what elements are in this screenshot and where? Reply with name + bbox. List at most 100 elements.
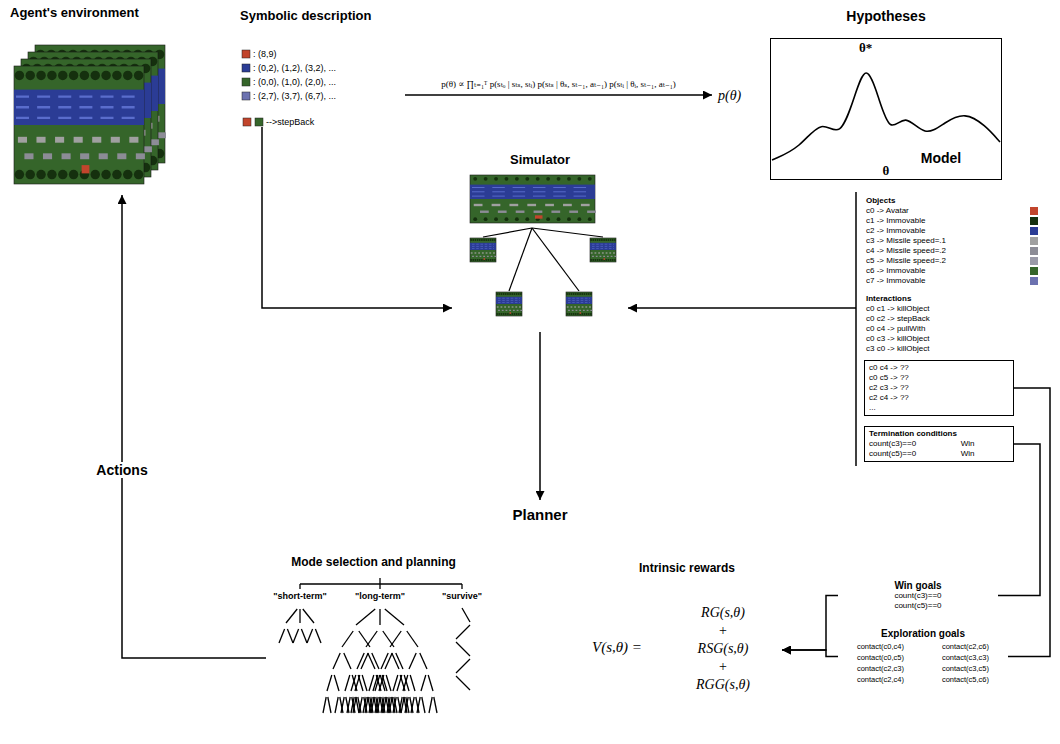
illustration-part bbox=[508, 306, 510, 307]
illustration-part bbox=[243, 118, 251, 126]
environment-panel: Agent's environment bbox=[10, 5, 200, 195]
illustration-part bbox=[568, 302, 590, 303]
illustration-part bbox=[429, 697, 432, 713]
illustration-part bbox=[392, 653, 399, 669]
illustration-part bbox=[610, 239, 612, 241]
illustration-part bbox=[123, 71, 132, 80]
illustration-part bbox=[489, 252, 491, 253]
illustration-part bbox=[498, 298, 520, 299]
heading-text: Simulator bbox=[452, 152, 628, 167]
illustration-part bbox=[515, 177, 519, 181]
illustration-part bbox=[592, 248, 614, 249]
illustration-part bbox=[315, 629, 321, 643]
illustration-part bbox=[588, 293, 590, 295]
illustration-part bbox=[487, 259, 489, 261]
illustration-part bbox=[567, 217, 571, 221]
win-goals: Win goalscount(c3)==0count(c5)==0 bbox=[838, 580, 998, 611]
illustration-part bbox=[361, 653, 368, 669]
illustration-part bbox=[509, 204, 518, 206]
illustration-part bbox=[583, 293, 585, 295]
illustration-part bbox=[606, 252, 608, 253]
illustration-part bbox=[494, 259, 496, 261]
model-panel: ModelObjectsc0 -> Avatarc1 -> Immovablec… bbox=[856, 150, 1026, 462]
illustration-part bbox=[566, 313, 568, 315]
illustration-part bbox=[546, 177, 550, 181]
heading-text: Mode selection and planning bbox=[266, 555, 481, 569]
illustration-part bbox=[15, 71, 24, 80]
illustration-part bbox=[577, 293, 579, 295]
illustration-part bbox=[1030, 257, 1038, 265]
illustration-part bbox=[372, 653, 379, 669]
illustration-part bbox=[470, 239, 472, 241]
illustration-part bbox=[456, 642, 470, 656]
illustration-part bbox=[605, 239, 607, 241]
illustration-part bbox=[472, 259, 474, 261]
illustration-part bbox=[472, 256, 474, 257]
illustration-part bbox=[473, 177, 477, 181]
illustration-part bbox=[484, 258, 486, 260]
illustration-part bbox=[474, 259, 476, 261]
exploration-goals: Exploration goalscontact(c0,c4)contact(c… bbox=[838, 628, 1008, 685]
illustration-part bbox=[385, 609, 404, 625]
illustration-part bbox=[470, 175, 595, 223]
illustration-part bbox=[591, 252, 593, 253]
illustration-part bbox=[507, 293, 509, 295]
illustration-part bbox=[1030, 217, 1038, 225]
illustration-part bbox=[351, 697, 354, 713]
illustration-part bbox=[520, 293, 522, 295]
illustration-part bbox=[24, 153, 33, 159]
illustration-part bbox=[484, 177, 488, 181]
illustration-part bbox=[134, 170, 143, 179]
illustration-part bbox=[486, 252, 488, 253]
illustration-part bbox=[581, 293, 583, 295]
illustration-part bbox=[500, 306, 502, 307]
illustration-part bbox=[609, 252, 611, 253]
illustration-part bbox=[47, 170, 56, 179]
illustration-part bbox=[485, 239, 487, 241]
heading-text: c0 c4 -> ?? bbox=[869, 363, 1009, 373]
illustration-part bbox=[456, 659, 470, 673]
illustration-part bbox=[601, 259, 603, 261]
illustration-part bbox=[379, 578, 380, 589]
connector bbox=[782, 596, 838, 651]
illustration-part bbox=[479, 239, 481, 241]
illustration-part bbox=[563, 204, 572, 206]
illustration-part bbox=[492, 239, 494, 241]
illustration-part bbox=[36, 170, 45, 179]
illustration-part bbox=[532, 228, 603, 237]
body-text: RSG(s,θ) bbox=[678, 641, 768, 657]
body-text: : (0,0), (1,0), (2,0), ... bbox=[253, 77, 405, 87]
illustration-part bbox=[513, 313, 515, 315]
illustration-part bbox=[299, 584, 300, 589]
illustration-part bbox=[1030, 247, 1038, 255]
illustration-part bbox=[598, 252, 600, 253]
illustration-part bbox=[511, 313, 513, 315]
illustration-part bbox=[494, 217, 498, 221]
illustration-part bbox=[592, 256, 594, 257]
body-text: c0 -> Avatar bbox=[856, 206, 1026, 216]
illustration-part bbox=[303, 609, 314, 623]
illustration-part bbox=[16, 117, 142, 119]
illustration-part bbox=[111, 137, 120, 143]
illustration-part bbox=[568, 313, 570, 315]
illustration-part bbox=[356, 697, 359, 713]
illustration-part bbox=[14, 66, 144, 184]
illustration-part bbox=[588, 177, 592, 181]
illustration-part bbox=[492, 204, 501, 206]
illustration-part bbox=[371, 697, 374, 713]
illustration-part bbox=[603, 256, 605, 257]
illustration-part bbox=[112, 170, 121, 179]
illustration-part bbox=[420, 653, 427, 669]
illustration-part bbox=[575, 293, 577, 295]
illustration-part bbox=[407, 631, 418, 647]
illustration-part bbox=[80, 71, 89, 80]
illustration-part bbox=[576, 310, 578, 311]
body-text: contact(c2,c3) bbox=[838, 664, 923, 674]
illustration-part bbox=[462, 608, 470, 622]
illustration-part bbox=[335, 697, 338, 713]
illustration-part bbox=[394, 697, 397, 713]
illustration-part bbox=[369, 675, 374, 691]
illustration-part bbox=[567, 306, 569, 307]
body-text: : (2,7), (3,7), (6,7), ... bbox=[253, 91, 405, 101]
